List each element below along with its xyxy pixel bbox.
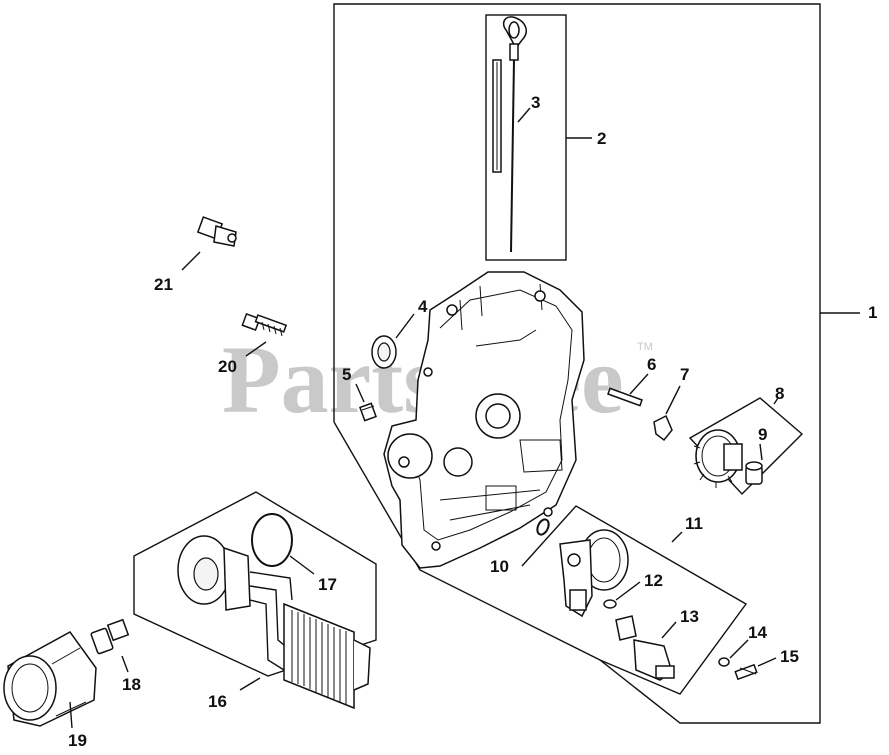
callout-1: 1 — [868, 303, 877, 322]
callout-7: 7 — [680, 365, 689, 384]
governor-gear-pin-part[interactable] — [745, 461, 763, 485]
o-ring-part[interactable] — [535, 518, 551, 537]
oil-pump-part[interactable] — [559, 529, 629, 618]
oil-seal-part[interactable] — [371, 335, 397, 369]
callout-8: 8 — [775, 384, 784, 403]
washer-part[interactable] — [718, 657, 730, 667]
oil-pressure-switch-part[interactable] — [196, 216, 237, 247]
leader-7 — [665, 385, 681, 415]
leader-18 — [121, 655, 129, 673]
callout-19: 19 — [68, 731, 87, 750]
leader-12 — [615, 581, 641, 601]
leader-20 — [245, 341, 267, 357]
cap-screw-part[interactable] — [241, 313, 288, 337]
oil-filter-nipple-part[interactable] — [90, 618, 130, 655]
leader-19 — [69, 701, 73, 729]
governor-shaft-pin-part[interactable] — [607, 387, 643, 407]
leader-6 — [629, 373, 649, 395]
cooler-o-ring-part[interactable] — [251, 513, 293, 567]
callout-4: 4 — [418, 297, 428, 316]
group-outline-11 — [521, 505, 748, 695]
callout-6: 6 — [647, 355, 656, 374]
group-outline-16 — [133, 491, 377, 677]
leader-15 — [757, 657, 777, 667]
governor-gear-part[interactable] — [693, 429, 743, 488]
callout-2: 2 — [597, 129, 606, 148]
leader-3 — [517, 107, 531, 123]
leader-16 — [239, 677, 261, 691]
dipstick-part[interactable] — [502, 16, 527, 253]
leader-5 — [355, 383, 365, 403]
callout-12: 12 — [644, 571, 663, 590]
leader-11 — [671, 531, 683, 543]
callout-14: 14 — [748, 623, 767, 642]
callout-13: 13 — [680, 607, 699, 626]
callout-20: 20 — [218, 357, 237, 376]
callout-9: 9 — [758, 425, 767, 444]
leader-9 — [759, 443, 763, 461]
group-outline-1 — [333, 3, 821, 724]
leader-13 — [661, 621, 677, 639]
leader-14 — [729, 639, 749, 659]
callout-18: 18 — [122, 675, 141, 694]
dowel-pin-part[interactable] — [359, 402, 377, 422]
crankcase-cover-part[interactable] — [383, 271, 585, 569]
leader-21 — [181, 251, 201, 271]
callout-11: 11 — [685, 514, 703, 533]
mounting-bolt-part[interactable] — [734, 663, 758, 681]
callout-10: 10 — [490, 557, 509, 576]
oil-cooler-part[interactable] — [283, 602, 371, 710]
callout-17: 17 — [318, 575, 337, 594]
leader-4 — [395, 313, 415, 339]
callout-5: 5 — [342, 365, 351, 384]
callout-21: 21 — [154, 275, 173, 294]
callout-16: 16 — [208, 692, 227, 711]
dipstick-tube-part[interactable] — [492, 59, 502, 173]
callout-3: 3 — [531, 93, 540, 112]
oil-filter-part[interactable] — [3, 631, 97, 727]
watermark-trademark: TM — [637, 341, 653, 353]
oil-pressure-sensor-part[interactable] — [615, 615, 675, 681]
leader-8 — [773, 397, 779, 405]
pump-o-ring-part[interactable] — [603, 599, 617, 609]
callout-15: 15 — [780, 647, 799, 666]
retaining-clip-part[interactable] — [653, 414, 673, 442]
leader-17 — [289, 555, 315, 575]
oil-cooler-adapter-part[interactable] — [177, 535, 251, 611]
